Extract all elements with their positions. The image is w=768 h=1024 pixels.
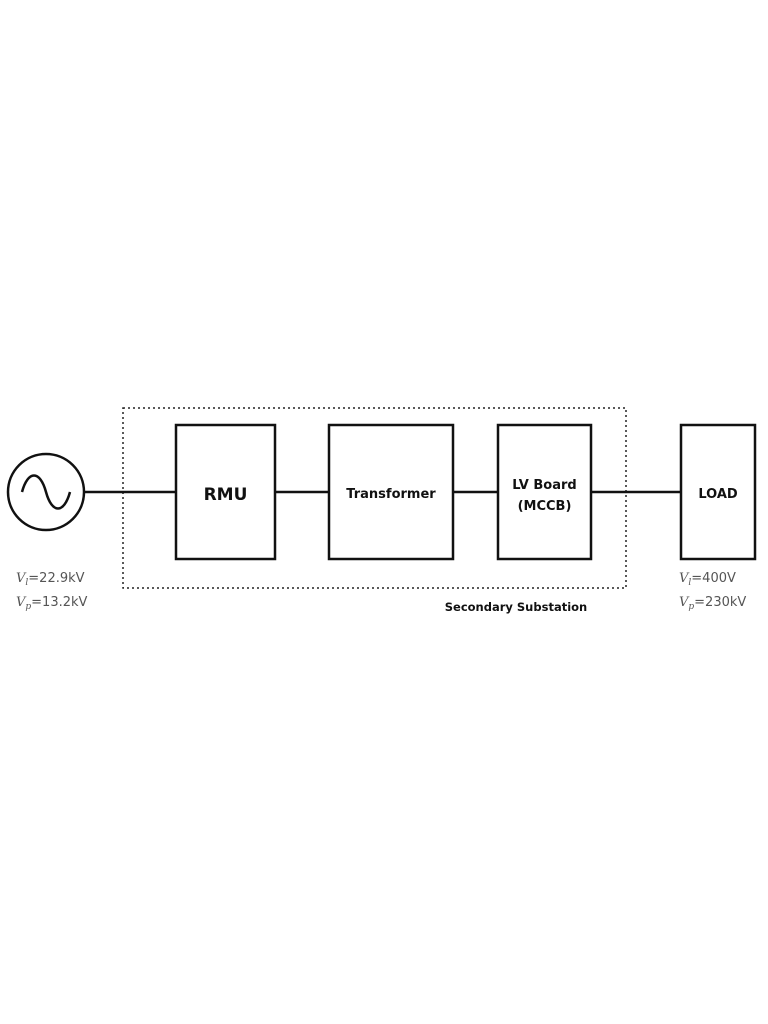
secondary-substation-boundary — [122, 407, 627, 589]
secondary-substation-label: Secondary Substation — [445, 600, 587, 614]
ac-source-icon — [6, 452, 86, 532]
transformer-label: Transformer — [346, 487, 436, 502]
rmu-block: RMU — [174, 423, 277, 561]
lv-board-label-line2: (MCCB) — [518, 499, 572, 514]
load-phase-voltage: Vp=230kV — [679, 595, 746, 612]
lv-board-label-line1: LV Board — [512, 478, 576, 493]
lv-board-block: LV Board (MCCB) — [496, 423, 593, 561]
load-block: LOAD — [679, 423, 757, 561]
load-line-voltage: Vl=400V — [679, 571, 736, 588]
rmu-label: RMU — [204, 485, 248, 505]
transformer-block: Transformer — [327, 423, 455, 561]
source-line-voltage: Vl=22.9kV — [16, 571, 85, 588]
source-phase-voltage: Vp=13.2kV — [16, 595, 88, 612]
load-label: LOAD — [698, 487, 738, 502]
